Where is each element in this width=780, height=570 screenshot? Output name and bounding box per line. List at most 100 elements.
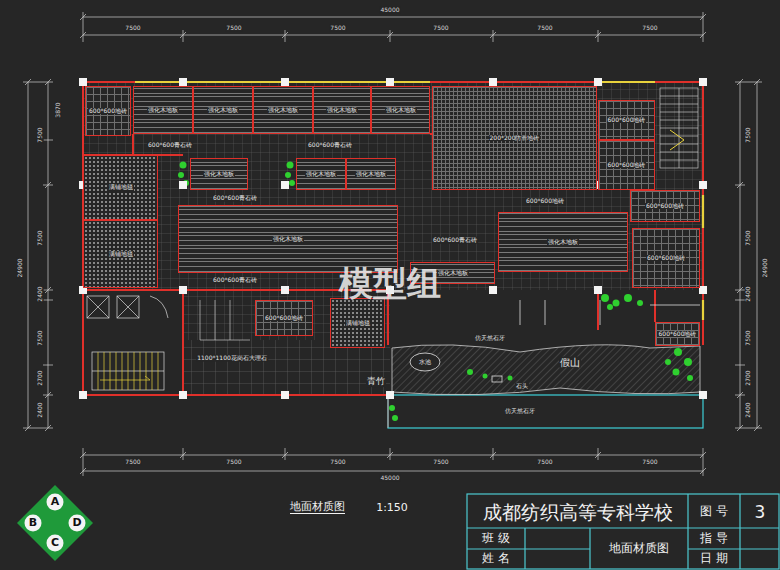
wood-floor-room: 强化木地板 (371, 86, 430, 134)
material-label: 强化木地板 (385, 107, 417, 114)
wood-floor-room: 强化木地板 (190, 158, 248, 190)
dimension-label: 2700 (37, 369, 44, 386)
material-label: 600*600地砖 (607, 162, 647, 169)
logo-letter: C (50, 537, 60, 549)
material-label: 满铺地毯 (108, 184, 134, 191)
title-block-text: 日 期 (699, 552, 729, 565)
material-label: 600*600青石砖 (307, 142, 353, 149)
dimension-label: 7500 (329, 25, 346, 32)
tile-room: 200*200防滑地砖 (432, 86, 597, 190)
title-block-text: 地面材质图 (608, 542, 670, 555)
dimension-label: 7500 (329, 459, 346, 466)
wood-floor-room: 强化木地板 (253, 86, 313, 134)
title-block-text: 指 导 (699, 532, 729, 545)
dimension-label: 7500 (432, 459, 449, 466)
carpet-room: 满铺地毯 (330, 298, 385, 348)
wood-floor-room: 强化木地板 (296, 158, 346, 190)
wood-floor-room: 强化木地板 (193, 86, 253, 134)
material-label: 强化木地板 (326, 107, 358, 114)
carpet-room: 满铺地毯 (83, 220, 158, 288)
dimension-label: 24900 (762, 257, 769, 278)
garden-label: 石头 (515, 383, 529, 390)
dimension-label: 7500 (37, 329, 44, 346)
material-label: 强化木地板 (355, 171, 387, 178)
title-block-text: 班 级 (481, 532, 511, 545)
material-label: 600*600青石砖 (147, 142, 193, 149)
wood-floor-room: 强化木地板 (498, 212, 628, 272)
dimension-label: 7500 (641, 25, 658, 32)
dimension-label: 45000 (379, 7, 400, 14)
dimension-label: 7500 (37, 126, 44, 143)
material-label: 600*600地砖 (646, 255, 686, 262)
wood-floor-room: 强化木地板 (346, 158, 396, 190)
material-label: 600*600青石砖 (432, 237, 478, 244)
dimension-label: 7500 (536, 459, 553, 466)
material-label: 强化木地板 (547, 239, 579, 246)
tile-room: 600*600地砖 (598, 100, 655, 140)
dimension-label: 24900 (17, 257, 24, 278)
material-label: 600*600青石砖 (212, 277, 258, 284)
tile-room: 600*600地砖 (632, 228, 700, 288)
wood-floor-room: 强化木地板 (133, 86, 193, 134)
garden-label: 仿天然石牙 (504, 408, 536, 415)
material-label: 600*600地砖 (658, 331, 698, 338)
dimension-label: 7500 (745, 126, 752, 143)
material-label: 强化木地板 (272, 236, 304, 243)
material-label: 强化木地板 (267, 107, 299, 114)
dimension-label: 45000 (379, 475, 400, 482)
title-block-text: 图 号 (699, 505, 729, 518)
material-label: 1100*1100花岗石大理石 (196, 355, 268, 362)
material-label: 600*600地砖 (607, 117, 647, 124)
dimension-label: 2400 (37, 401, 44, 418)
material-label: 强化木地板 (305, 171, 337, 178)
logo-letter: A (50, 496, 61, 508)
material-label: 满铺地毯 (345, 320, 371, 327)
tile-room: 600*600地砖 (630, 190, 700, 222)
title-block-text: 姓 名 (481, 552, 511, 565)
drawing-title: 地面材质图 (290, 500, 345, 514)
garden-label: 假山 (559, 357, 581, 368)
dimension-label: 7500 (37, 229, 44, 246)
logo-letter: B (28, 517, 38, 529)
dimension-label: 3870 (55, 101, 62, 118)
tile-room: 600*600地砖 (85, 86, 131, 136)
watermark: 模型组 (338, 265, 442, 302)
tile-room: 600*600地砖 (255, 300, 313, 336)
material-label: 600*600地砖 (525, 198, 565, 205)
dimension-label: 2400 (745, 401, 752, 418)
logo-letter: D (71, 517, 82, 529)
material-label: 600*600青石砖 (212, 195, 258, 202)
tile-room: 600*600地砖 (598, 140, 655, 190)
title-block-text: 成都纺织高等专科学校 (482, 502, 674, 523)
material-label: 强化木地板 (437, 270, 469, 277)
title-block-text: 3 (754, 503, 767, 522)
garden-label: 水池 (418, 359, 432, 366)
dimension-label: 7500 (745, 229, 752, 246)
material-label: 强化木地板 (207, 107, 239, 114)
material-label: 强化木地板 (147, 107, 179, 114)
material-label: 满铺地毯 (108, 251, 134, 258)
dimension-label: 7500 (124, 25, 141, 32)
dimension-label: 2700 (745, 369, 752, 386)
dimension-label: 7500 (745, 329, 752, 346)
material-label: 600*600地砖 (264, 315, 304, 322)
material-label: 600*600地砖 (88, 108, 128, 115)
dimension-label: 7500 (536, 25, 553, 32)
dimension-label: 7500 (432, 25, 449, 32)
wood-floor-room: 强化木地板 (178, 205, 398, 273)
material-label: 200*200防滑地砖 (489, 135, 541, 142)
dimension-label: 7500 (225, 25, 242, 32)
scale-label: 1:150 (375, 502, 409, 514)
wood-floor-room: 强化木地板 (313, 86, 371, 134)
carpet-room: 满铺地毯 (83, 155, 158, 220)
material-label: 600*600地砖 (645, 203, 685, 210)
dimension-label: 7500 (225, 459, 242, 466)
dimension-label: 7500 (641, 459, 658, 466)
material-label: 强化木地板 (203, 171, 235, 178)
dimension-label: 2400 (37, 285, 44, 302)
dimension-label: 7500 (124, 459, 141, 466)
dimension-label: 2400 (745, 285, 752, 302)
garden-label: 青竹 (366, 377, 386, 387)
garden-label: 仿天然石牙 (474, 335, 506, 342)
tile-room: 600*600地砖 (655, 322, 701, 346)
